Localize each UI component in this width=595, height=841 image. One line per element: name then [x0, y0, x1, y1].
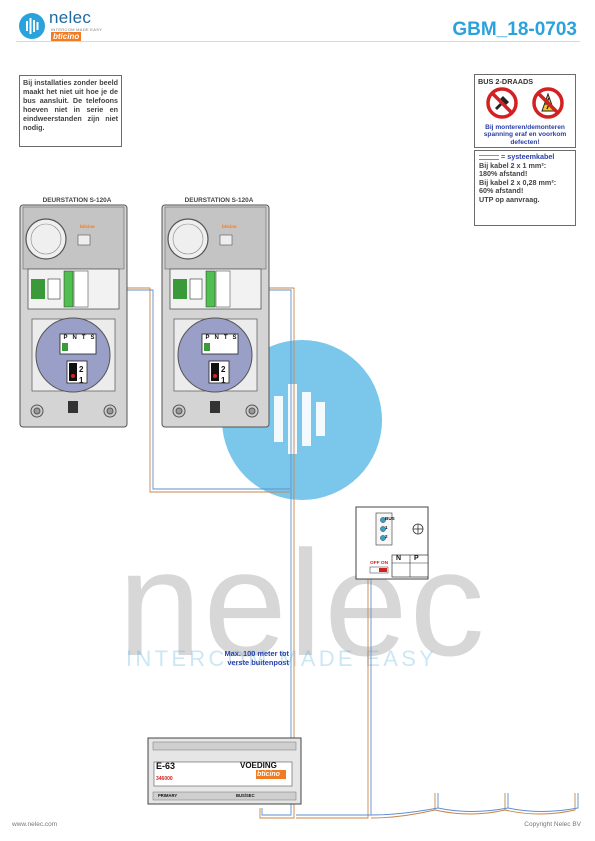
cable-info-box: = systeemkabel Bij kabel 2 x 1 mm²: 180%… [474, 150, 576, 226]
station-1-title: DEURSTATION S-120A [42, 197, 112, 204]
bus-warning-text: Bij monteren/demonteren spanning eraf en… [483, 124, 567, 146]
footer-copyright: Copyright Nelec BV [524, 821, 581, 828]
bus-title: BUS 2-DRAADS [478, 77, 534, 86]
terminal-label: P [63, 335, 68, 341]
bus-label: 2 [385, 534, 388, 539]
cable-line: 60% afstand! [479, 186, 524, 196]
receiver-terminal-p: P [414, 555, 419, 562]
cable-line: 180% afstand! [479, 169, 528, 179]
no-plug-icon [486, 87, 518, 119]
bus-label: BUS [385, 516, 395, 521]
brand-partner: bticino [51, 32, 82, 41]
terminal-label: N [72, 335, 77, 341]
bus-warning-box: BUS 2-DRAADS Bij monteren/demonteren spa… [474, 74, 576, 148]
psu-code: 346000 [156, 776, 173, 782]
power-supply-e63 [147, 737, 302, 805]
brand-tagline: INTERCOM MADE EASY [51, 27, 103, 32]
door-station-1 [19, 204, 128, 428]
cable-line: Bij kabel 2 x 0,28 mm²: [479, 177, 557, 187]
installation-note: Bij installaties zonder beeld maakt het … [19, 75, 122, 147]
brand-name: nelec [49, 8, 92, 27]
receiver-bus-labels: BUS 1 2 [385, 514, 395, 541]
psu-model: E-63 [156, 761, 176, 771]
station-1-terminals: P N T S [61, 335, 97, 341]
station-2-switch-label-2: 2 [221, 365, 226, 374]
station-2-terminals: P N T S [203, 335, 239, 341]
footer-website: www.nelec.com [12, 821, 58, 828]
station-1-brand: bticino [80, 224, 95, 229]
terminal-label: S [90, 335, 95, 341]
header-divider [16, 41, 580, 42]
station-1-switch-label-1: 1 [79, 376, 84, 385]
station-2-switch-label-1: 1 [221, 376, 226, 385]
bus-label: 1 [385, 525, 388, 530]
station-1-switch-label-2: 2 [79, 365, 84, 374]
cable-line: Bij kabel 2 x 1 mm²: [479, 160, 547, 170]
cable-line: UTP op aanvraag. [479, 194, 540, 204]
psu-primary-terminals: PRIMARY [158, 793, 178, 798]
psu-brand: bticino [257, 771, 280, 778]
system-cable-icon [479, 154, 499, 160]
document-code: GBM_18-0703 [452, 19, 577, 40]
nelec-logo-icon [18, 12, 46, 40]
cable-title: = systeemkabel [501, 152, 555, 161]
wire-station2 [228, 287, 295, 819]
terminal-label: S [232, 335, 237, 341]
no-voltage-icon [532, 87, 564, 119]
max-distance-note: Max. 100 meter tot verste buitenpost [224, 649, 290, 667]
wire-continuation [370, 793, 576, 819]
indoor-receiver [355, 506, 429, 580]
station-2-title: DEURSTATION S-120A [184, 197, 254, 204]
door-station-2 [161, 204, 270, 428]
cable-legend: = systeemkabel [479, 152, 571, 162]
receiver-switch-label: OFF ON [370, 561, 389, 566]
watermark-slogan: INTERCOM MADE EASY [126, 646, 438, 671]
terminal-label: P [205, 335, 210, 341]
psu-label: VOEDING [240, 761, 277, 770]
station-2-brand: bticino [222, 224, 237, 229]
terminal-label: N [214, 335, 219, 341]
terminal-label: T [81, 335, 86, 341]
receiver-terminal-n: N [396, 555, 402, 562]
terminal-label: T [223, 335, 228, 341]
psu-bus-terminals: BUS/SEC [236, 793, 255, 798]
